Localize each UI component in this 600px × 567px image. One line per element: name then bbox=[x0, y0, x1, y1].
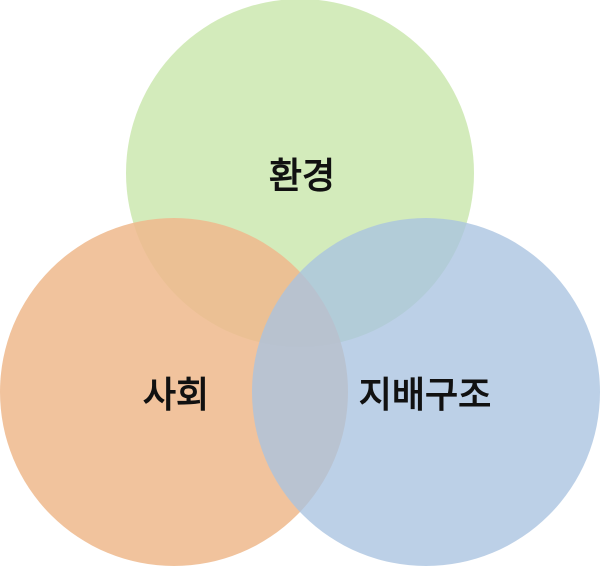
environment-label: 환경 bbox=[269, 156, 335, 197]
governance-circle bbox=[252, 218, 600, 566]
governance-label: 지배구조 bbox=[359, 375, 491, 416]
social-label: 사회 bbox=[143, 375, 209, 416]
social-circle bbox=[0, 218, 348, 566]
